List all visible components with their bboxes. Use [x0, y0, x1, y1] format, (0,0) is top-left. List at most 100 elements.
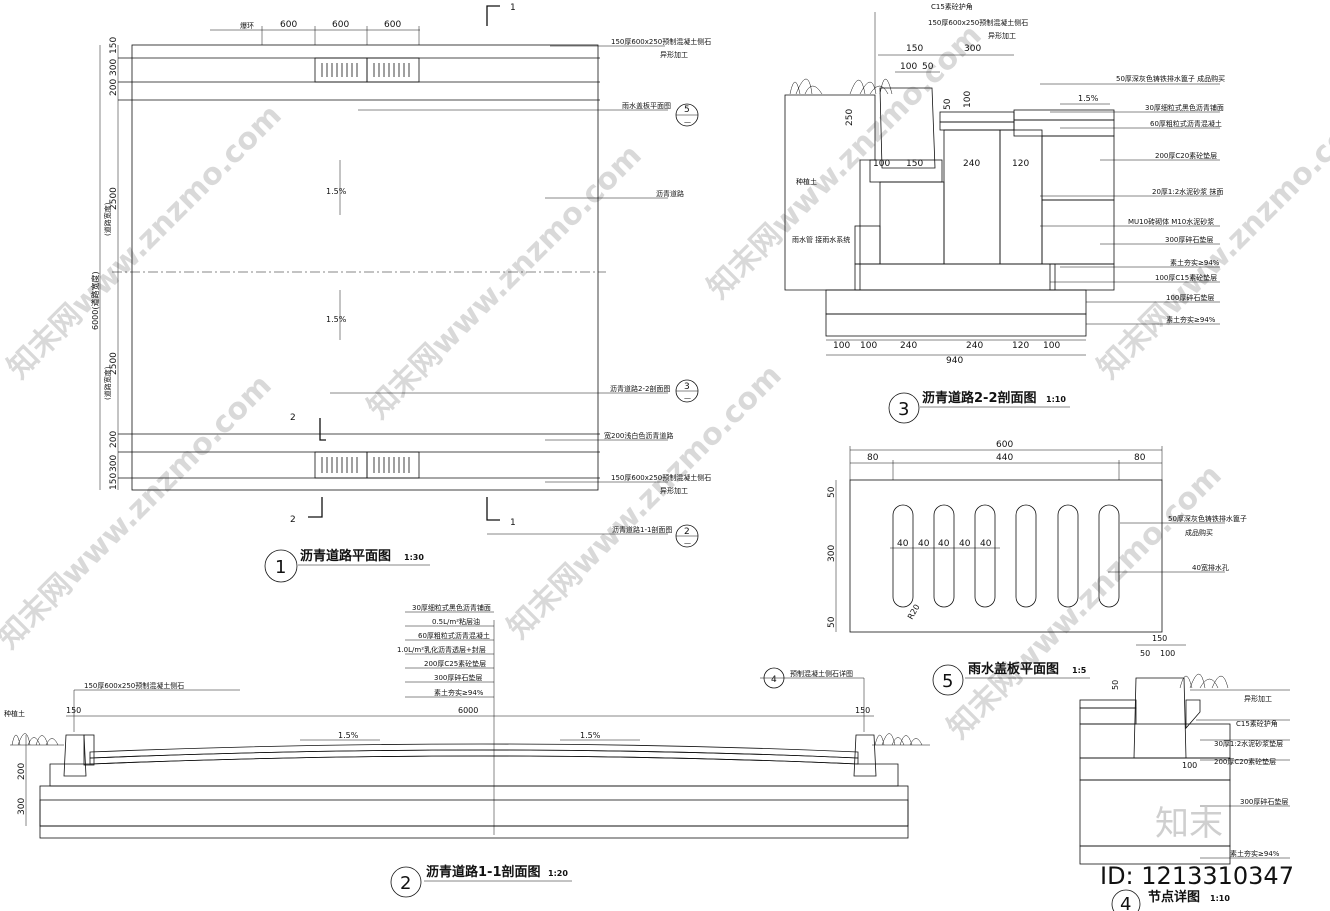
cover-slot [1015, 504, 1037, 608]
concrete-layer [49, 755, 899, 787]
sec22-dim-top: 50 [943, 98, 953, 110]
sec11-detail-ref: 预制混凝土侧石详图 [790, 669, 853, 678]
sec11-layer: 200厚C25素砼垫层 [424, 659, 486, 668]
sec11-dim-left: 300 [17, 798, 27, 815]
plan-slope-bottom: 1.5% [326, 315, 347, 324]
sec22-right-label: MU10砖砌体 M10水泥砂浆 [1128, 217, 1214, 226]
detail-view: 150 50 100 50 100 异形加工 C15素砼护角 30厚1:2水泥砂… [1079, 634, 1290, 911]
title-number: 4 [1120, 894, 1131, 911]
plan-dim-label: 爆环 [240, 21, 254, 30]
sec11-dim-right: 150 [855, 706, 870, 715]
sec11-layer: 30厚细粒式黑色沥青铺面 [412, 603, 491, 612]
plan-scale: 1:30 [404, 553, 424, 562]
plan-dim-left: 300 [109, 59, 119, 76]
cover-dim: 80 [867, 453, 879, 463]
plan-label: 沥青道路 [656, 189, 684, 198]
cover-plate [849, 479, 1163, 633]
drain-grate [939, 111, 1015, 123]
curb-stone-right [853, 734, 877, 777]
plan-dim-note: (道路宽度) [103, 366, 112, 400]
detail-dim-low: 100 [1182, 761, 1197, 770]
cover-label: 40宽排水孔 [1192, 563, 1229, 572]
cover-slot [974, 504, 996, 608]
sec22-dim-bottom: 100 [1043, 341, 1060, 351]
watermark-text: 知末网www.znzmo.com [701, 18, 989, 306]
sec22-right-label: 素土夯实≥94% [1170, 258, 1220, 267]
plan-dim-left: 2500 [109, 187, 119, 210]
cover-dim-slot: 40 [897, 539, 909, 549]
curb-stone [879, 87, 936, 169]
plan-drain-top [314, 57, 420, 83]
sec22-dim-inner: 120 [1012, 159, 1029, 169]
plan-dim-top: 600 [280, 20, 297, 30]
sec22-dim-top: 150 [906, 44, 923, 54]
sec11-scale: 1:20 [548, 869, 568, 878]
sec22-dim-top: 300 [964, 44, 981, 54]
sec22-dim-top: 50 [922, 62, 934, 72]
gravel-layer [39, 785, 909, 827]
plan-dim-left: 200 [109, 431, 119, 448]
cover-slot [892, 504, 914, 608]
planting-soil [784, 94, 876, 291]
cover-dim-slot: 40 [959, 539, 971, 549]
cover-dim-total: 600 [996, 440, 1013, 450]
ref-bubble [763, 667, 785, 689]
sec11-dim-left: 200 [17, 763, 27, 780]
cover-slots [892, 504, 1120, 608]
detail-dim-top: 100 [1160, 649, 1175, 658]
plan-pavement [131, 44, 599, 491]
detail-label: 30厚1:2水泥砂浆垫层 [1214, 739, 1283, 748]
cover-dim: 440 [996, 453, 1013, 463]
title-number: 5 [942, 671, 953, 692]
section-1-1: 30厚细粒式黑色沥青铺面 0.5L/m²粘层油 60厚粗粒式沥青混凝土 1.0L… [4, 603, 930, 898]
detail-title: 节点详图 [1148, 889, 1200, 905]
detail-label: 300厚碎石垫层 [1240, 797, 1288, 806]
cover-dim-slot: 40 [938, 539, 950, 549]
plan-dim-left: 200 [109, 79, 119, 96]
plan-slope-top: 1.5% [326, 187, 347, 196]
sec11-slope-left: 1.5% [338, 731, 359, 740]
detail-dim-top: 150 [1152, 634, 1167, 643]
watermark-text: 知末网www.znzmo.com [941, 458, 1229, 746]
cover-dim: 80 [1134, 453, 1146, 463]
plan-cut-mark: 1 [510, 518, 516, 528]
sec22-dim-inner: 250 [845, 109, 855, 126]
sec22-title: 沥青道路2-2剖面图 [922, 390, 1037, 406]
sec22-dim-inner: 100 [873, 159, 890, 169]
sec22-dim-top: 100 [963, 91, 973, 108]
sec22-dim-bottom: 120 [1012, 341, 1029, 351]
brick-wall [879, 181, 945, 265]
subgrade [39, 825, 909, 839]
detail-scale: 1:10 [1210, 894, 1230, 903]
cover-dim-left: 50 [827, 486, 837, 498]
sec11-width: 6000 [458, 706, 478, 715]
sec22-top-label: 异形加工 [988, 31, 1016, 40]
sec11-layer: 1.0L/m²乳化沥青透层+封层 [397, 645, 486, 654]
sec11-curb-label: 150厚600x250预制混凝土侧石 [84, 681, 184, 690]
sec22-right-label: 60厚粗粒式沥青混凝土 [1150, 119, 1222, 128]
plan-dim-left: 2500 [109, 352, 119, 375]
title-bubble [932, 664, 964, 696]
plan-label: 雨水盖板平面图 [622, 101, 671, 110]
plan-view: 1.5% 1.5% 爆环 600 600 600 150 300 200 250… [90, 3, 711, 583]
watermark-text: 知末网www.znzmo.com [361, 138, 649, 426]
cover-scale: 1:5 [1072, 666, 1087, 675]
watermark-logo: 知末 [1155, 804, 1223, 844]
sec11-title: 沥青道路1-1剖面图 [426, 864, 541, 880]
sec11-layer: 300厚碎石垫层 [434, 673, 482, 682]
watermark-layer: 知末网www.znzmo.com 知末网www.znzmo.com 知末网www… [0, 18, 1330, 746]
watermark-id: ID: 1213310347 [1100, 862, 1294, 890]
sec22-dim-bottom: 240 [900, 341, 917, 351]
plan-dim-left: 150 [109, 473, 119, 490]
ref-bubble-sub: — [684, 539, 691, 547]
sec22-dim-bottom: 240 [966, 341, 983, 351]
sec11-left-label: 种植土 [4, 709, 25, 718]
sec22-left-label: 雨水管 接雨水系统 [792, 235, 850, 244]
title-bubble [1111, 889, 1141, 911]
cover-dim-slot: 40 [918, 539, 930, 549]
ref-bubble-num: 4 [771, 675, 777, 685]
ref-bubble-sub: — [684, 394, 691, 402]
sec22-scale: 1:10 [1046, 395, 1066, 404]
title-number: 1 [275, 557, 286, 578]
